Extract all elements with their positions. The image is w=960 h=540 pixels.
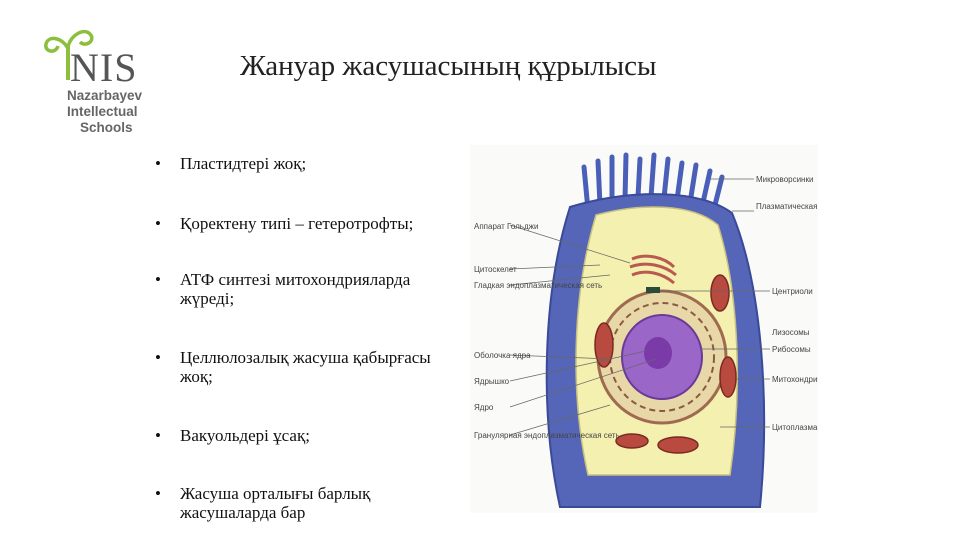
label-nucleus: Ядро <box>474 403 494 412</box>
animal-cell-diagram: Микроворсинки Плазматическая мембрана Це… <box>470 145 858 513</box>
label-nucleolus: Ядрышко <box>474 377 510 386</box>
label-mitochondria: Митохондрии <box>772 375 818 384</box>
bullet-item: • АТФ синтезі митохондрияларда жүреді; <box>155 270 465 308</box>
label-centrioles: Центриоли <box>772 287 813 296</box>
label-cytoskeleton: Цитоскелет <box>474 265 517 274</box>
bullet-marker: • <box>155 154 161 173</box>
golgi-apparatus <box>629 254 677 285</box>
label-ribosomes: Рибосомы <box>772 345 811 354</box>
logo-line-3: Schools <box>80 120 133 135</box>
bullet-text: Целлюлозалық жасуша қабырғасы жоқ; <box>180 348 431 386</box>
logo-line-1: Nazarbayev <box>67 88 143 103</box>
label-cytoplasm: Цитоплазма <box>772 423 818 432</box>
bullet-item: • Вакуольдері ұсақ; <box>155 426 465 445</box>
mitochondria <box>594 274 737 454</box>
label-golgi: Аппарат Гольджи <box>474 222 538 231</box>
bullet-text: АТФ синтезі митохондрияларда жүреді; <box>180 270 411 308</box>
bullet-text: Қоректену типі – гетеротрофты; <box>180 214 414 233</box>
label-microvilli: Микроворсинки <box>756 175 813 184</box>
bullet-item: • Жасуша орталығы барлық жасушаларда бар <box>155 484 465 522</box>
bullet-text: Жасуша орталығы барлық жасушаларда бар <box>180 484 371 522</box>
label-rough-er: Гранулярная эндоплазматическая сеть <box>474 431 620 440</box>
label-nuclear-envelope: Оболочка ядра <box>474 351 531 360</box>
sprout-icon <box>44 29 94 80</box>
bullet-marker: • <box>155 270 161 289</box>
bullet-item: • Пластидтері жоқ; <box>155 154 465 173</box>
label-plasma-membrane: Плазматическая мембрана <box>756 202 818 211</box>
nis-logo <box>38 22 168 142</box>
slide-title: Жануар жасушасының құрылысы <box>240 50 657 82</box>
nucleolus <box>644 337 672 369</box>
logo-line-2: Intellectual <box>67 104 138 119</box>
bullet-marker: • <box>155 484 161 503</box>
centriole <box>646 287 660 293</box>
label-smooth-er: Гладкая эндоплазматическая сеть <box>474 281 602 290</box>
bullet-marker: • <box>155 348 161 367</box>
bullet-item: • Қоректену типі – гетеротрофты; <box>155 214 465 233</box>
cell-illustration: Микроворсинки Плазматическая мембрана Це… <box>474 152 858 508</box>
bullet-marker: • <box>155 214 161 233</box>
bullet-item: • Целлюлозалық жасуша қабырғасы жоқ; <box>155 348 465 386</box>
logo-mark: NIS <box>70 45 138 90</box>
bullet-text: Пластидтері жоқ; <box>180 154 307 173</box>
label-lysosomes: Лизосомы <box>772 328 810 337</box>
bullet-text: Вакуольдері ұсақ; <box>180 426 310 445</box>
bullet-marker: • <box>155 426 161 445</box>
